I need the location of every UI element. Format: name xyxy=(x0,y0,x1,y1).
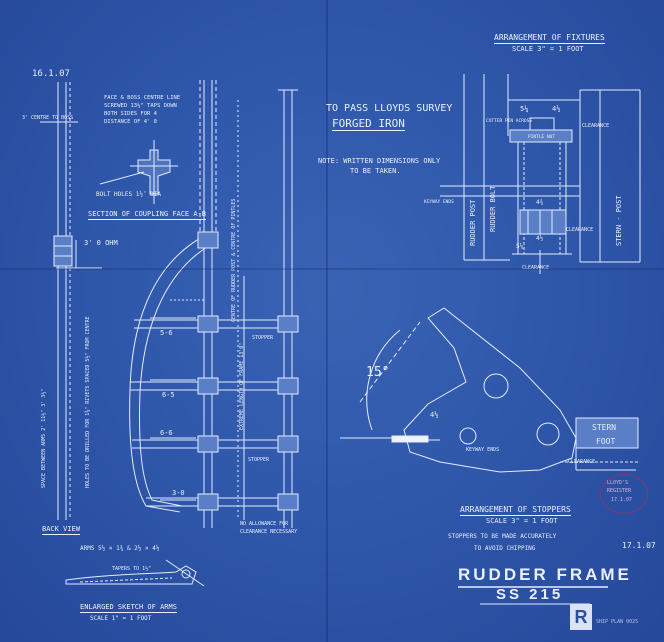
footer-ref: SHIP PLAN 0025 xyxy=(596,619,639,625)
stopper-label-2: STOPPER xyxy=(248,457,270,463)
fixtures-dim-4-1-2: 4½ xyxy=(552,105,561,113)
signature-date: 17.1.07 xyxy=(622,541,656,550)
coupling-section-sketch xyxy=(99,140,178,204)
taper-label: TAPERS TO 1½" xyxy=(112,566,152,572)
stoppers-drawing xyxy=(340,307,640,473)
frame-dim-1: 5-6 xyxy=(160,329,173,337)
stoppers-scale: SCALE 3" = 1 FOOT xyxy=(486,517,558,525)
drawing-title: RUDDER FRAME xyxy=(458,565,632,584)
surveyor-stamp: LLOYD'S REGISTER 17.1.07 xyxy=(600,474,648,514)
date-top-left: 16.1.07 xyxy=(32,69,70,79)
clearance-note-1: NO ALLOWANCE FOR xyxy=(240,521,289,527)
enlarged-arm-sketch xyxy=(65,559,205,587)
stopper-dim-41: 4½ xyxy=(430,411,439,419)
stern-post-label: STERN - POST xyxy=(615,195,623,246)
stamp-line-2: REGISTER xyxy=(607,488,632,494)
lloyds-line-2: FORGED IRON xyxy=(332,117,405,131)
bolt-holes-label: BOLT HOLES 1½″ DIA xyxy=(96,191,162,198)
enlarged-scale: SCALE 1" = 1 FOOT xyxy=(90,615,152,622)
frame-dim-4: 3-0 xyxy=(172,489,185,497)
lloyds-line-1: TO PASS LLOYDS SURVEY xyxy=(326,103,453,114)
fixtures-dim-4-1-2b: 4½ xyxy=(536,235,544,242)
coupling-note-2: SCREWED 13½" TAPS DOWN xyxy=(104,103,177,109)
top-dimension: 3' CENTRE TO BOSS xyxy=(22,115,74,121)
fixtures-scale: SCALE 3" = 1 FOOT xyxy=(512,45,584,53)
rudder-bolt-label: RUDDER BOLT xyxy=(489,185,497,232)
note-line-2: TO BE TAKEN. xyxy=(350,167,401,175)
keyway-ends-fixtures: KEYWAY ENDS xyxy=(424,200,454,205)
frame-dim-2: 6-5 xyxy=(162,391,175,399)
rudder-frame-side xyxy=(129,80,299,528)
stoppers-note-2: TO AVOID CHIPPING xyxy=(474,545,536,552)
stoppers-note-1: STOPPERS TO BE MADE ACCURATELY xyxy=(448,533,557,540)
back-view-post xyxy=(40,82,102,520)
coupling-note-3: BOTH SIDES FOR 4 xyxy=(104,111,157,117)
fixtures-dim-4-3-4: 4¾ xyxy=(536,199,544,206)
vertical-note-space: SPACE BETWEEN ARMS 2' 11½" 3' 3½" xyxy=(41,388,47,488)
coupling-note-4: DISTANCE OF 4' 0 xyxy=(104,119,157,125)
pintle-nut-label: PINTLE NUT xyxy=(528,135,556,140)
stopper-clearance: CLEARANCE xyxy=(568,459,596,465)
extreme-length: EXTREME LENGTH OF FRAME 13'0" xyxy=(239,342,245,430)
stamp-line-3: 17.1.07 xyxy=(611,497,633,503)
coupling-note-1: FACE & BOSS CENTRE LINE xyxy=(104,95,181,101)
coupling-section-label: SECTION OF COUPLING FACE A-B xyxy=(88,210,207,220)
fixtures-drawing xyxy=(440,74,641,274)
cotter-label: COTTER PIN ACROSS xyxy=(486,119,533,124)
clearance-note-2: CLEARANCE NECESSARY xyxy=(240,529,298,535)
fixtures-title: ARRANGEMENT OF FIXTURES xyxy=(494,33,605,44)
lr-logo-icon: R xyxy=(570,604,592,630)
frame-dim-3: 6-6 xyxy=(160,429,173,437)
vertical-note-holes: HOLES TO BE DRILLED FOR 1¾" RIVETS SPACE… xyxy=(85,316,91,488)
arms-label: ARMS 5½ × 1¾ & 2½ × 4½ xyxy=(80,545,160,552)
back-view-label: BACK VIEW xyxy=(42,525,80,535)
stoppers-title: ARRANGEMENT OF STOPPERS xyxy=(460,505,571,516)
dimension-lines-left xyxy=(150,317,196,501)
stopper-angle: 15° xyxy=(366,365,390,380)
stern-foot-1: STERN xyxy=(592,423,617,432)
stopper-label-1: STOPPER xyxy=(252,335,274,341)
clearance-right-label: CLEARANCE xyxy=(566,227,594,233)
rudder-post-label: RUDDER POST xyxy=(469,199,477,246)
fixtures-dim-5: 5¼ xyxy=(516,243,524,250)
clearance-top-label: CLEARANCE xyxy=(582,123,610,129)
centre-note: CENTRE OF RUDDER POST & CENTRE OF PINTLE… xyxy=(231,198,237,322)
keyway-ends-stoppers: KEYWAY ENDS xyxy=(466,447,500,453)
clearance-bottom-label: CLEARANCE xyxy=(522,265,550,271)
stern-foot-2: FOOT xyxy=(596,437,616,446)
stamp-line-1: LLOYD'S xyxy=(607,480,629,486)
dimension-3ohm: 3' 0 OHM xyxy=(84,239,118,247)
fixtures-dim-5-1-4: 5¼ xyxy=(520,105,529,113)
note-line-1: NOTE: WRITTEN DIMENSIONS ONLY xyxy=(318,157,441,165)
enlarged-title: ENLARGED SKETCH OF ARMS xyxy=(80,603,177,613)
drawing-subtitle: SS 215 xyxy=(496,586,564,603)
